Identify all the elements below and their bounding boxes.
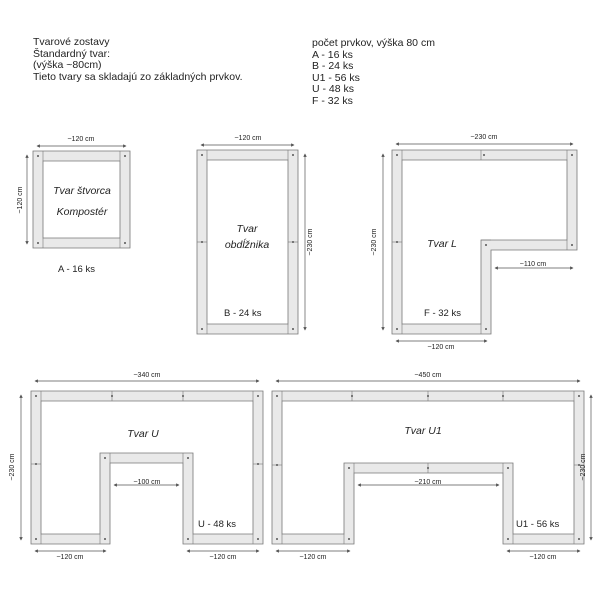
header-right: počet prvkov, výška 80 cm A - 16 ks B - … <box>312 37 435 107</box>
u-title: Tvar U <box>127 428 159 440</box>
u-inner-label: ~100 cm <box>133 479 160 486</box>
l-caption: F - 32 ks <box>424 308 461 319</box>
rectangle-title-line1: Tvar <box>237 223 259 235</box>
count-title: počet prvkov, výška 80 cm <box>312 37 435 49</box>
count-a: A - 16 ks <box>312 48 353 61</box>
u-shape: ~340 cm ~230 cm ~100 cm ~120 cm ~120 cm … <box>9 372 264 561</box>
header-description: Tieto tvary sa skladajú zo základných pr… <box>33 70 243 83</box>
l-bottom-label: ~120 cm <box>427 344 454 351</box>
l-shape: ~230 cm ~230 cm ~110 cm ~120 cm Tvar L F… <box>371 134 578 351</box>
count-f: F - 32 ks <box>312 94 353 107</box>
u1-shape: ~450 cm ~230 cm ~210 cm ~120 cm ~120 cm … <box>271 372 593 561</box>
rectangle-height-label: ~230 cm <box>307 228 314 255</box>
l-title: Tvar L <box>427 238 457 250</box>
square-title-line1: Tvar štvorca <box>53 185 111 197</box>
count-u: U - 48 ks <box>312 83 355 95</box>
header-left: Tvarové zostavy Štandardný tvar: (výška … <box>33 36 243 83</box>
square-caption: A - 16 ks <box>58 264 95 275</box>
u-height-label: ~230 cm <box>9 453 16 480</box>
u1-width-label: ~450 cm <box>414 372 441 379</box>
square-title-line2: Kompostér <box>57 206 108 218</box>
count-u1: U1 - 56 ks <box>312 71 360 84</box>
l-joints <box>392 150 573 334</box>
u-left-leg-label: ~120 cm <box>56 554 83 561</box>
u-right-leg-label: ~120 cm <box>209 554 236 561</box>
square-width-label: ~120 cm <box>67 136 94 143</box>
header-height: (výška ~80cm) <box>33 59 102 71</box>
u1-joints <box>272 391 584 544</box>
rectangle-shape: ~120 cm ~230 cm Tvar obdĺžnika B - 24 ks <box>196 135 314 335</box>
rectangle-joints <box>197 150 298 334</box>
rectangle-caption: B - 24 ks <box>224 308 262 319</box>
rectangle-title-line2: obdĺžnika <box>225 238 270 251</box>
u-joints <box>31 391 263 544</box>
u1-left-leg-label: ~120 cm <box>299 554 326 561</box>
square-shape: ~120 cm ~120 cm Tvar štvorca Kompostér A… <box>17 136 131 275</box>
u1-height-label: ~230 cm <box>580 453 587 480</box>
u1-title: Tvar U1 <box>404 425 441 437</box>
rectangle-width-label: ~120 cm <box>234 135 261 142</box>
l-inner-label: ~110 cm <box>520 261 547 268</box>
header-title: Tvarové zostavy <box>33 36 110 48</box>
u1-inner-label: ~210 cm <box>414 479 441 486</box>
square-frame <box>32 150 131 249</box>
count-b: B - 24 ks <box>312 60 354 72</box>
l-frame <box>391 149 578 335</box>
square-joints <box>37 151 126 248</box>
l-width-label: ~230 cm <box>470 134 497 141</box>
l-height-label: ~230 cm <box>371 228 378 255</box>
square-height-label: ~120 cm <box>17 186 24 213</box>
u-caption: U - 48 ks <box>198 519 236 530</box>
u1-caption: U1 - 56 ks <box>516 519 560 530</box>
header-standard-shape: Štandardný tvar: <box>33 47 111 60</box>
u1-right-leg-label: ~120 cm <box>529 554 556 561</box>
u-width-label: ~340 cm <box>133 372 160 379</box>
